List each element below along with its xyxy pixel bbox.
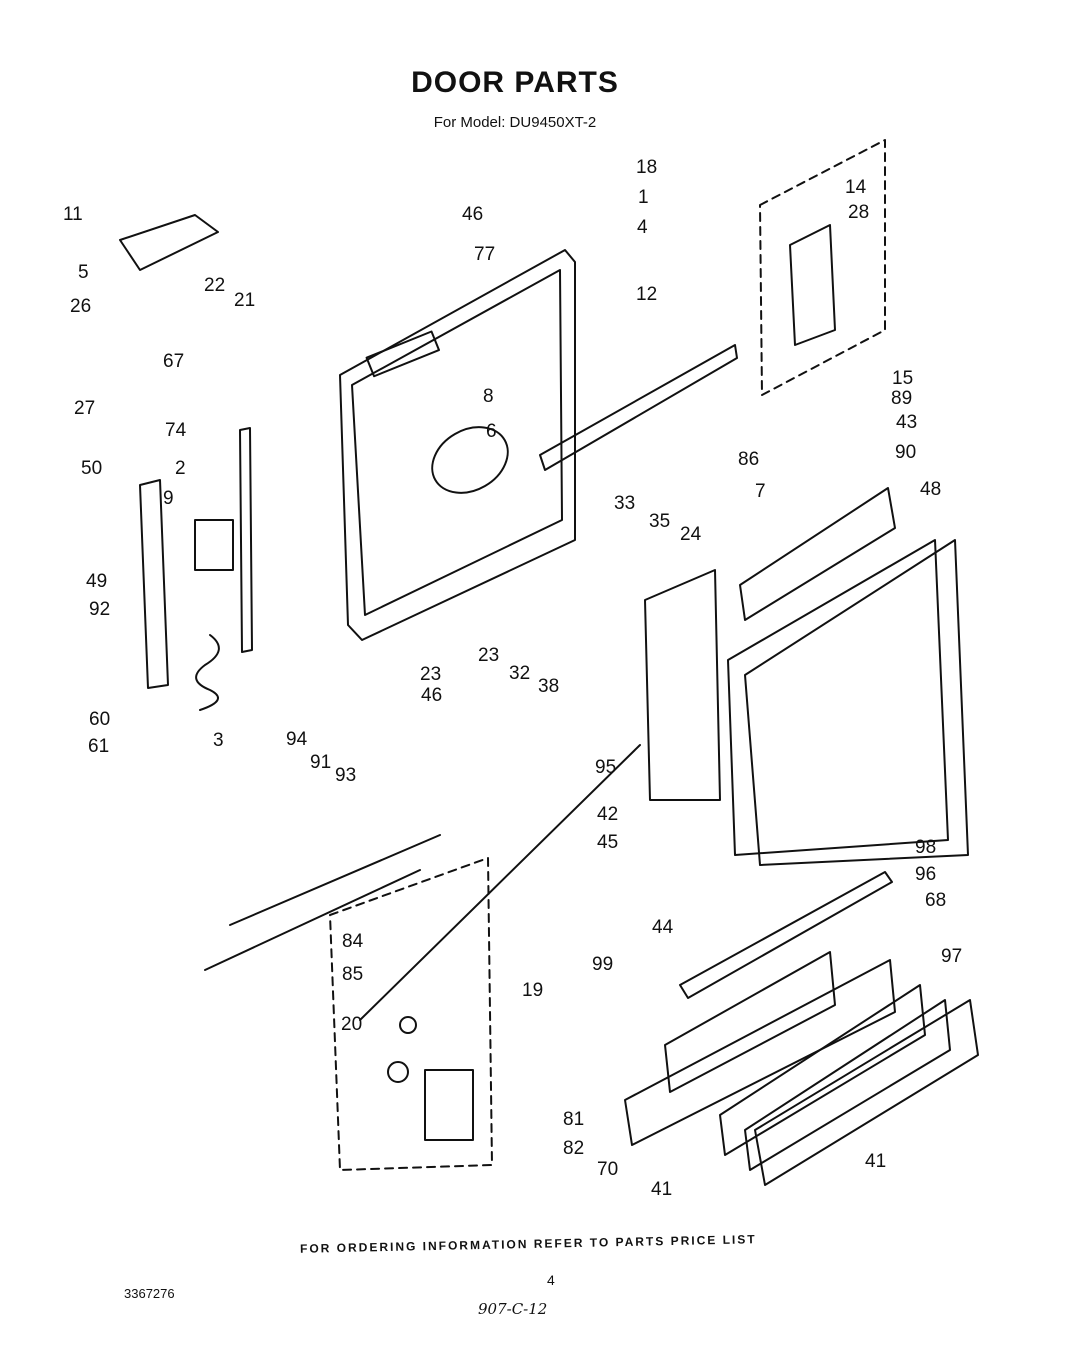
callout-49: 49 — [86, 571, 107, 592]
callout-9: 9 — [163, 488, 174, 509]
outer-door-panel — [727, 539, 949, 856]
callout-90: 90 — [895, 442, 916, 463]
callout-94: 94 — [286, 729, 308, 750]
callout-35: 35 — [649, 511, 670, 532]
callout-82: 82 — [563, 1138, 584, 1159]
trim-strip — [739, 487, 896, 621]
kick-plate-97 — [754, 999, 979, 1186]
side-channel — [139, 479, 169, 689]
door-front-panel — [744, 539, 969, 866]
side-strip — [239, 427, 253, 653]
callouts: 18 1 11 46 14 28 4 77 5 22 21 12 26 67 1… — [63, 157, 962, 1200]
callout-20: 20 — [341, 1014, 362, 1035]
lower-panel-68 — [744, 999, 951, 1171]
callout-26: 26 — [70, 296, 91, 317]
callout-91: 91 — [310, 752, 331, 773]
callout-50: 50 — [81, 458, 102, 479]
callout-12: 12 — [636, 284, 657, 305]
insulation-panel — [644, 569, 721, 801]
grommet-2 — [387, 1061, 409, 1083]
callout-74: 74 — [165, 420, 187, 441]
kickplate-rail — [679, 871, 893, 999]
callout-97: 97 — [941, 946, 962, 967]
callout-41b: 41 — [651, 1179, 672, 1200]
callout-41a: 41 — [865, 1151, 886, 1172]
callout-46b: 46 — [421, 685, 442, 706]
rail — [539, 344, 738, 471]
callout-44: 44 — [652, 917, 674, 938]
callout-85: 85 — [342, 964, 363, 985]
callout-95: 95 — [595, 757, 616, 778]
callout-48: 48 — [920, 479, 941, 500]
lower-panel-82 — [624, 959, 896, 1146]
callout-42: 42 — [597, 804, 618, 825]
page-number: 4 — [547, 1272, 555, 1288]
callout-23b: 23 — [420, 664, 441, 685]
switch-box — [329, 857, 493, 1171]
callout-6: 6 — [486, 421, 497, 442]
callout-67: 67 — [163, 351, 184, 372]
lower-panel-96 — [719, 984, 926, 1156]
switch-body — [424, 1069, 474, 1141]
callout-4: 4 — [637, 217, 648, 238]
callout-46: 46 — [462, 204, 483, 225]
callout-14: 14 — [845, 177, 867, 198]
callout-43: 43 — [896, 412, 917, 433]
callout-15: 15 — [892, 368, 913, 389]
callout-84: 84 — [342, 931, 364, 952]
callout-93: 93 — [335, 765, 356, 786]
callout-24: 24 — [680, 524, 702, 545]
lower-panel-81 — [664, 951, 836, 1093]
callout-28: 28 — [848, 202, 869, 223]
callout-70: 70 — [597, 1159, 618, 1180]
callout-22: 22 — [204, 275, 225, 296]
door-spring — [195, 634, 220, 711]
callout-86: 86 — [738, 449, 759, 470]
model-subtitle: For Model: DU9450XT-2 — [433, 114, 597, 131]
callout-89: 89 — [891, 388, 912, 409]
latch-handle — [119, 214, 219, 271]
latch-box — [759, 139, 886, 396]
callout-27: 27 — [74, 398, 95, 419]
callout-32: 32 — [509, 663, 530, 684]
callout-99: 99 — [592, 954, 613, 975]
callout-38: 38 — [538, 676, 559, 697]
callout-81: 81 — [563, 1109, 584, 1130]
callout-18: 18 — [636, 157, 657, 178]
callout-60: 60 — [89, 709, 110, 730]
callout-33: 33 — [614, 493, 635, 514]
callout-96: 96 — [915, 864, 936, 885]
callout-77: 77 — [474, 244, 495, 265]
callout-7: 7 — [755, 481, 766, 502]
document-number: 3367276 — [124, 1286, 175, 1301]
grommet — [399, 1016, 417, 1034]
page-title: DOOR PARTS — [411, 66, 619, 99]
callout-1: 1 — [638, 187, 649, 208]
callout-8: 8 — [483, 386, 494, 407]
inner-door-panel — [339, 249, 576, 641]
callout-45: 45 — [597, 832, 618, 853]
callout-21: 21 — [234, 290, 255, 311]
callout-92: 92 — [89, 599, 110, 620]
vent-slot — [365, 330, 440, 378]
handwritten-code: 907-C-12 — [478, 1300, 548, 1318]
callout-23a: 23 — [478, 645, 499, 666]
callout-5: 5 — [78, 262, 89, 283]
callout-11: 11 — [63, 204, 83, 225]
callout-2: 2 — [175, 458, 186, 479]
callout-19: 19 — [522, 980, 543, 1001]
callout-68: 68 — [925, 890, 946, 911]
callout-3: 3 — [213, 730, 224, 751]
callout-98: 98 — [915, 837, 936, 858]
door-seal-cover — [431, 426, 509, 494]
label-plate — [194, 519, 234, 571]
callout-61: 61 — [88, 736, 109, 757]
